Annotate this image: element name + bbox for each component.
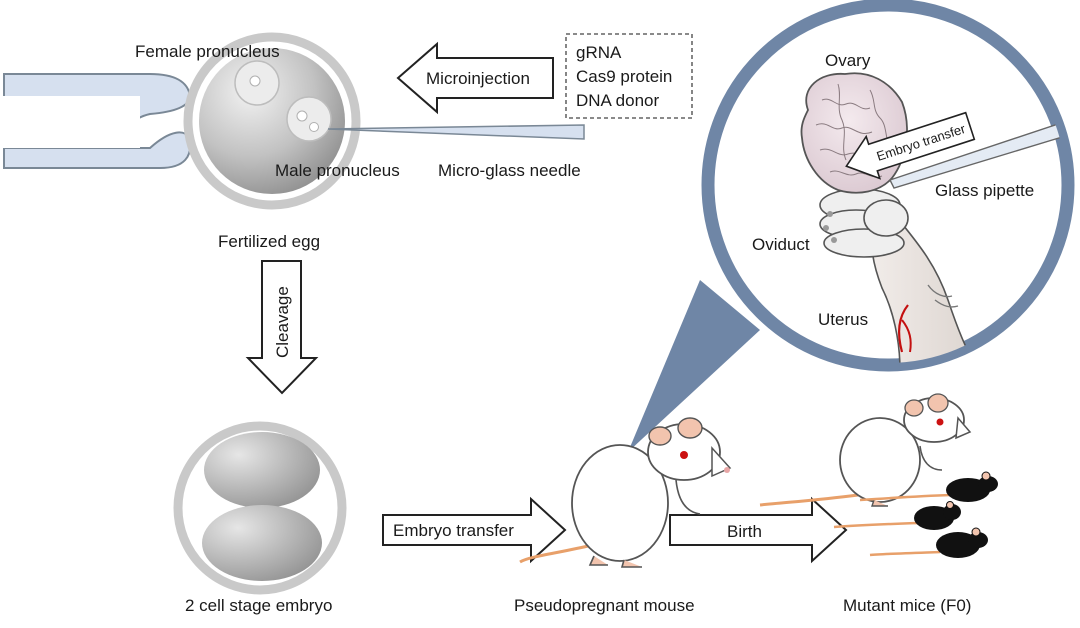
micro-glass-needle	[327, 124, 585, 140]
uterus-label: Uterus	[818, 310, 868, 329]
two-cell-embryo-label: 2 cell stage embryo	[185, 596, 332, 615]
oviduct-label: Oviduct	[752, 235, 810, 254]
pseudopregnant-mouse-label: Pseudopregnant mouse	[514, 596, 695, 615]
reagent-dna-donor: DNA donor	[576, 91, 659, 110]
black-pup-1	[859, 471, 998, 502]
male-pronucleus-label: Male pronucleus	[275, 161, 400, 180]
female-pronucleus-label: Female pronucleus	[135, 42, 280, 61]
microinjection-arrow: Microinjection	[396, 41, 554, 115]
zoom-callout: Embryo transfer Ovary Glass pipette Ovid…	[628, 0, 1075, 452]
reagent-grna: gRNA	[576, 43, 622, 62]
oviduct-shape	[819, 188, 909, 258]
embryo-transfer-label: Embryo transfer	[393, 521, 514, 540]
two-cell-embryo	[173, 421, 347, 595]
cleavage-arrow: Cleavage	[245, 260, 319, 395]
birth-label: Birth	[727, 522, 762, 541]
cleavage-label: Cleavage	[273, 286, 292, 358]
micro-glass-needle-label: Micro-glass needle	[438, 161, 581, 180]
embryo-transfer-arrow: Embryo transfer	[382, 496, 567, 564]
microinjection-label: Microinjection	[426, 69, 530, 88]
mutant-mice	[759, 393, 998, 558]
female-pronucleus-shape	[234, 60, 280, 106]
glass-pipette-label: Glass pipette	[935, 181, 1034, 200]
holding-pipette	[0, 73, 192, 169]
glass-pipette-shape	[889, 119, 1066, 189]
fertilized-egg	[183, 32, 361, 210]
black-pup-3	[869, 527, 988, 558]
pseudopregnant-mouse	[519, 417, 732, 568]
male-pronucleus-shape	[286, 96, 332, 142]
fertilized-egg-label: Fertilized egg	[218, 232, 320, 251]
black-pup-2	[833, 501, 961, 530]
birth-arrow: Birth	[669, 496, 848, 564]
ovary-label: Ovary	[825, 51, 871, 70]
mutant-mice-label: Mutant mice (F0)	[843, 596, 971, 615]
reagents-box: gRNA Cas9 protein DNA donor	[565, 33, 693, 119]
reagent-cas9: Cas9 protein	[576, 67, 672, 86]
